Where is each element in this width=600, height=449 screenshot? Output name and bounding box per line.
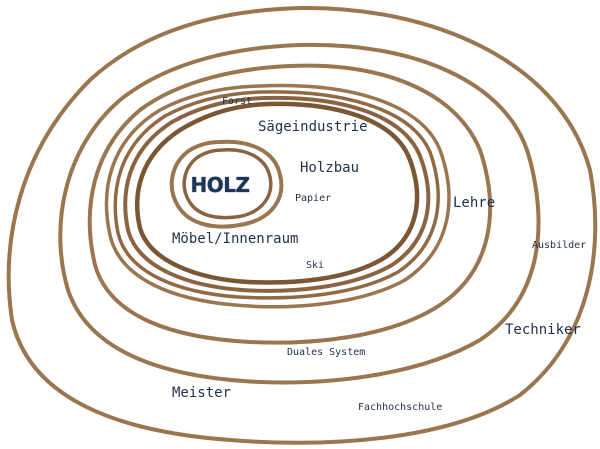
ring-career [58, 42, 541, 385]
label-ski: Ski [306, 260, 325, 271]
ring-center-outer [169, 139, 284, 229]
ring-industry-3 [123, 95, 431, 293]
holz-logo-text: HOLZ [190, 173, 251, 197]
label-lehre: Lehre [453, 195, 496, 211]
label-ausbilder: Ausbilder [532, 240, 587, 251]
ring-industry-inner [135, 101, 420, 285]
label-papier: Papier [295, 193, 332, 204]
ring-industry-outer [104, 83, 451, 309]
label-duales-system: Duales System [287, 347, 366, 358]
label-forst: Forst [222, 96, 253, 107]
label-moebel-innenraum: Möbel/Innenraum [172, 231, 299, 247]
label-saegeindustrie: Sägeindustrie [258, 119, 368, 135]
ring-center-inner [182, 147, 273, 220]
label-holzbau: Holzbau [300, 160, 360, 176]
ring-outermost [6, 5, 598, 445]
label-meister: Meister [172, 385, 232, 401]
holz-logo: HOLZ [185, 173, 255, 197]
label-techniker: Techniker [505, 322, 581, 338]
ring-apprenticeship [87, 63, 492, 345]
ring-industry-2 [113, 90, 440, 300]
label-fachhochschule: Fachhochschule [358, 402, 443, 413]
